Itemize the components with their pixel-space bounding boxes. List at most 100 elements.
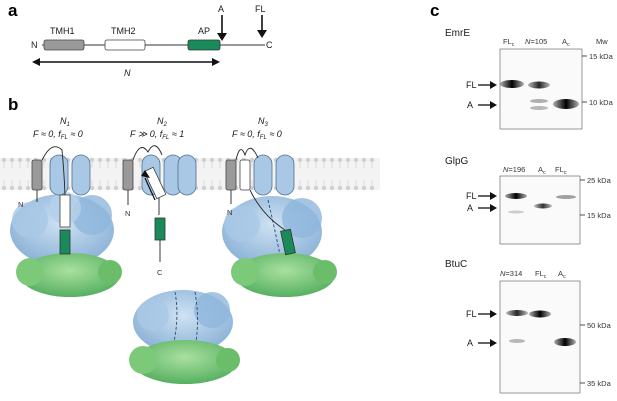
lane-label: N=105	[525, 37, 547, 46]
translocon-helix	[71, 154, 91, 196]
nascent-chain-tunnel	[249, 189, 286, 231]
state-n2-illustration: N C	[122, 145, 197, 277]
ap-segment	[280, 228, 296, 256]
length-label: N	[124, 68, 131, 78]
band-label-fl: FL	[466, 309, 477, 319]
band-arrow-fl-head	[490, 81, 497, 89]
blot-btuc: BtuC N=314 FLc Ac 50 kDa 35 kDa FL A	[445, 259, 612, 394]
svg-text:F ≫ 0, fFL ≈ 1: F ≫ 0, fFL ≈ 1	[130, 129, 184, 141]
arrow-a-label: A	[218, 4, 224, 14]
tmh2-segment	[104, 39, 146, 51]
ribosome-small-subunit	[231, 253, 337, 297]
tmh1-helix	[225, 159, 237, 191]
ap-label: AP	[198, 26, 210, 36]
band-a-faint	[530, 99, 548, 103]
blot-glpg: GlpG N=196 Ac FLc 25 kDa 15 kDa FL A	[445, 156, 612, 245]
band-a-faint	[508, 210, 524, 214]
nascent-chain	[235, 147, 259, 161]
marker-label: 10 kDa	[589, 98, 614, 107]
arrow-fl-head	[257, 30, 267, 38]
lane-label: FLc	[535, 269, 547, 280]
n-label: N	[227, 208, 232, 217]
mw-header: Mw	[596, 37, 608, 46]
ribosome-small-subunit	[129, 340, 240, 384]
lane-label: Ac	[538, 165, 546, 176]
arrow-fl-label: FL	[255, 4, 266, 14]
lane-label: N=196	[503, 165, 525, 174]
n-terminus-label: N	[31, 40, 38, 50]
tmh1-helix	[122, 159, 134, 191]
tmh1-helix	[31, 159, 43, 191]
c-label: C	[157, 268, 163, 277]
blot-protein-name: EmrE	[445, 28, 470, 39]
translocon-helix	[253, 154, 273, 196]
band-arrow-a-head	[490, 204, 497, 212]
ribosome-large-subunit	[222, 196, 322, 268]
lane-label: N=314	[500, 269, 522, 278]
blot-membrane	[499, 48, 583, 130]
blot-protein-name: GlpG	[445, 156, 469, 167]
band-a	[534, 203, 552, 209]
state-label-n3: N3 F ≈ 0, fFL ≈ 0	[232, 116, 282, 141]
lane-label: Ac	[562, 37, 570, 48]
ribosome-small-subunit	[16, 253, 122, 297]
nascent-chain	[41, 146, 66, 196]
nascent-chain	[132, 145, 163, 161]
marker-label: 15 kDa	[587, 211, 612, 220]
n-label: N	[125, 209, 130, 218]
panel-a-letter: a	[8, 1, 18, 20]
marker-label: 15 kDa	[589, 52, 614, 61]
band-a-faint	[509, 339, 525, 343]
state-label-n1: N1 F ≈ 0, fFL ≈ 0	[33, 116, 83, 141]
translocon-helix	[275, 154, 295, 196]
svg-text:F ≈ 0, fFL ≈ 0: F ≈ 0, fFL ≈ 0	[33, 129, 83, 141]
blot-emre: EmrE FLc N=105 Ac 15 kDa 10 kDa FL A	[445, 28, 614, 130]
panel-b: b N1 F ≈ 0, fFL ≈ 0 N2 F ≫ 0, fFL ≈ 1 N3…	[0, 95, 380, 384]
panel-a: a N C TMH1 TMH2 AP A FL N	[8, 1, 273, 78]
tmh2-helix	[59, 194, 71, 228]
lane-label: FLc	[555, 165, 567, 176]
ap-segment	[59, 229, 71, 255]
lane-label: Ac	[558, 269, 566, 280]
svg-text:N2: N2	[157, 116, 168, 128]
state-n3-illustration: N	[222, 147, 337, 297]
c-terminus-label: C	[266, 40, 273, 50]
band-label-fl: FL	[466, 191, 477, 201]
arrow-a-head	[217, 33, 227, 41]
blot-protein-name: BtuC	[445, 259, 467, 270]
tmh2-helix	[143, 166, 167, 200]
lane-label: FLc	[503, 37, 515, 48]
band-fl	[500, 80, 524, 88]
band-arrow-a-head	[490, 339, 497, 347]
tmh2-helix	[239, 159, 251, 191]
translocon-helix	[177, 154, 197, 196]
ap-segment	[187, 39, 221, 51]
translocon-helix	[49, 154, 69, 196]
band-label-a: A	[467, 203, 473, 213]
svg-text:N3: N3	[258, 116, 269, 128]
state-n1-illustration: N	[10, 146, 122, 297]
band-a-faint	[530, 106, 548, 110]
band-fl	[506, 310, 528, 316]
tmh1-segment	[43, 39, 85, 51]
marker-label: 50 kDa	[587, 321, 612, 330]
panel-c: c Mw EmrE FLc N=105 Ac 15 kDa 10 kDa FL …	[430, 1, 614, 394]
band-arrow-fl-head	[490, 192, 497, 200]
band-fl	[529, 310, 551, 318]
ap-segment	[154, 217, 166, 241]
band-label-a: A	[467, 100, 473, 110]
panel-b-letter: b	[8, 95, 18, 114]
band-label-a: A	[467, 338, 473, 348]
band-arrow-fl-head	[490, 310, 497, 318]
state-label-n2: N2 F ≫ 0, fFL ≈ 1	[130, 116, 184, 141]
pulling-arrow-head	[141, 170, 150, 178]
band-fl	[528, 81, 550, 89]
blot-membrane	[499, 175, 581, 245]
svg-text:F ≈ 0, fFL ≈ 0: F ≈ 0, fFL ≈ 0	[232, 129, 282, 141]
marker-label: 25 kDa	[587, 176, 612, 185]
tmh2-label: TMH2	[111, 26, 136, 36]
marker-label: 35 kDa	[587, 379, 612, 388]
band-label-fl: FL	[466, 80, 477, 90]
band-fl	[505, 193, 527, 199]
